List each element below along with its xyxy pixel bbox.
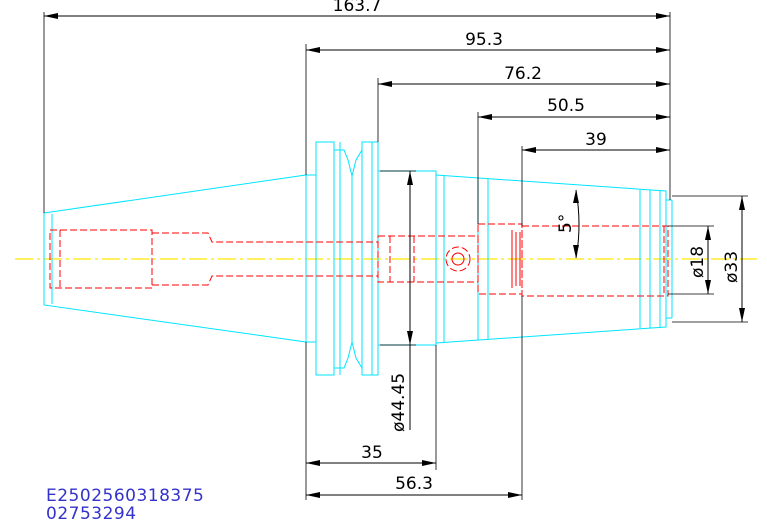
dimension-76-2: 76.2 (378, 64, 670, 87)
dimension-56-3: 56.3 (306, 474, 522, 498)
dimension-163-7: 163.7 (44, 0, 670, 19)
dimension-diameter-18: ø18 (688, 226, 711, 294)
dim-label-95-3: 95.3 (465, 30, 503, 50)
dim-label-33: ø33 (722, 251, 742, 283)
dimension-diameter-44-45: ø44.45 (389, 171, 413, 432)
dim-label-39: 39 (585, 130, 607, 150)
part-code-line1: E2502560318375 (46, 486, 204, 506)
dim-label-18: ø18 (688, 246, 708, 278)
dim-label-163-7: 163.7 (333, 0, 382, 16)
dimension-35: 35 (306, 443, 436, 466)
dimension-diameter-33: ø33 (722, 196, 745, 322)
dim-label-76-2: 76.2 (504, 64, 542, 84)
internal-bore (49, 223, 669, 297)
dimension-50-5: 50.5 (478, 96, 670, 120)
dimension-39: 39 (522, 130, 670, 153)
dim-label-44-45: ø44.45 (389, 373, 409, 432)
part-code-line2: 02753294 (46, 504, 137, 523)
extension-lines (43, 12, 748, 500)
dim-label-35: 35 (361, 443, 383, 463)
dimension-95-3: 95.3 (306, 30, 670, 53)
angle-label: 5° (556, 214, 576, 233)
angle-annotation: 5° (556, 189, 580, 259)
dim-label-50-5: 50.5 (547, 96, 585, 116)
dim-label-56-3: 56.3 (395, 474, 433, 494)
